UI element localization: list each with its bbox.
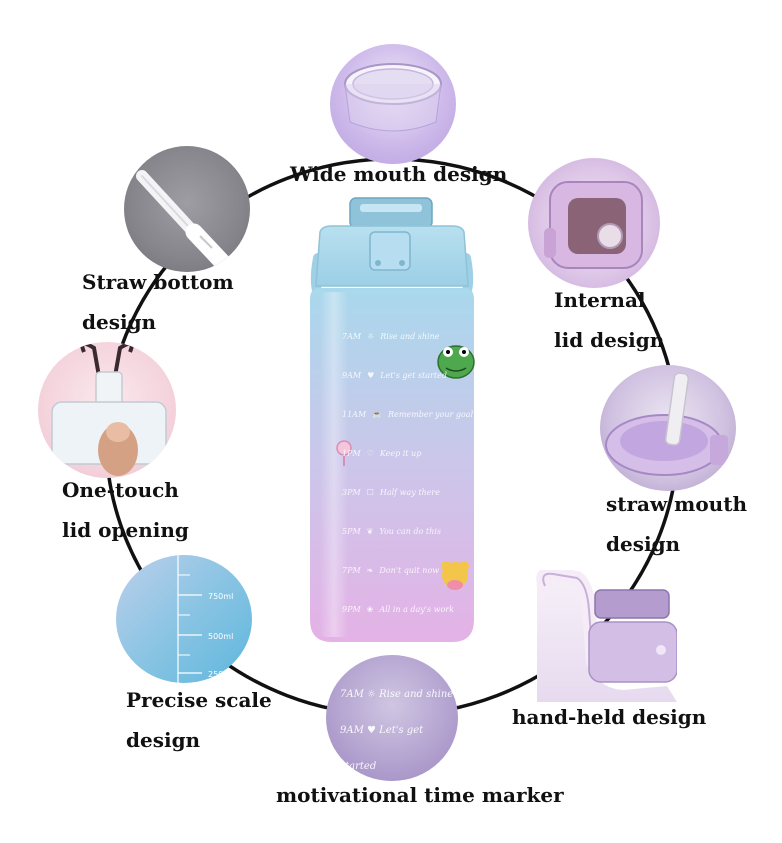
bottle-marker-row: 1PM ♡ Keep it up: [342, 449, 421, 458]
bottle-marker-text: Don't quit now: [379, 566, 440, 575]
label-wide-mouth-line-1: Wide mouth design: [290, 162, 508, 186]
closeup-text-1: Rise and shine: [379, 689, 454, 700]
bottle-marker-icon: ♥: [367, 371, 375, 380]
bottle-marker-time: 1PM: [342, 449, 361, 458]
label-one-touch: One-touch lid opening: [62, 470, 189, 550]
label-scale-line-2: design: [126, 728, 201, 752]
scale-mark-750: 750ml: [208, 592, 233, 601]
label-hand-held: hand-held design: [512, 697, 706, 737]
bottle-marker-text: Half way there: [379, 488, 440, 497]
bottle-marker-text: You can do this: [379, 527, 441, 536]
bottle-marker-text: Remember your goal: [388, 410, 474, 419]
scale-photo: 750ml 500ml 250ml: [116, 555, 252, 683]
bottle-marker-icon: ☐: [366, 488, 374, 497]
bottle-marker-row: 11AM ☕ Remember your goal: [342, 410, 473, 419]
bottle-marker-time: 9AM: [342, 371, 362, 380]
one-touch-photo: [38, 342, 176, 478]
bottle-marker-time: 5PM: [342, 527, 361, 536]
label-hand-held-line-1: hand-held design: [512, 705, 707, 729]
bottle-marker-row: 9AM ♥ Let's get started: [342, 371, 447, 380]
time-marker-photo: 7AM ☼ Rise and shine 9AM ♥ Let's get sta…: [326, 655, 458, 781]
label-straw-bottom: Straw bottom design: [82, 262, 234, 342]
bottle-marker-row: 7AM ☼ Rise and shine: [342, 332, 440, 341]
label-internal-lid-line-2: lid design: [554, 328, 665, 352]
label-internal-lid-line-1: Internal: [554, 288, 646, 312]
bottle-marker-icon: ❀: [366, 605, 374, 614]
bottle-marker-time: 3PM: [342, 488, 361, 497]
closeup-text-2: Let's get started: [340, 725, 424, 772]
straw-mouth-photo: [600, 365, 736, 491]
bottle-marker-text: Let's get started: [380, 371, 447, 380]
bottle-marker-icon: ☼: [367, 332, 375, 341]
bottle-marker-time: 9PM: [342, 605, 361, 614]
bottle-marker-icon: ❦: [366, 527, 374, 536]
bottle-marker-row: 7PM ❧ Don't quit now: [342, 566, 439, 575]
bottle-marker-text: All in a day's work: [379, 605, 454, 614]
label-time-marker: motivational time marker: [276, 775, 564, 815]
label-straw-mouth: straw mouth design: [606, 484, 747, 564]
label-straw-mouth-line-2: design: [606, 532, 681, 556]
bottle-marker-icon: ♡: [366, 449, 374, 458]
bottle-marker-time: 11AM: [342, 410, 367, 419]
bottle-marker-icon: ❧: [366, 566, 374, 575]
bottle-marker-time: 7AM: [342, 332, 362, 341]
wide-mouth-photo: [330, 44, 456, 164]
bottle-marker-time: 7PM: [342, 566, 361, 575]
label-internal-lid: Internal lid design: [554, 280, 664, 360]
bottle-marker-row: 9PM ❀ All in a day's work: [342, 605, 454, 614]
label-one-touch-line-2: lid opening: [62, 518, 189, 542]
label-scale-line-1: Precise scale: [126, 688, 272, 712]
label-straw-bottom-line-1: Straw bottom: [82, 270, 234, 294]
bottle-marker-icon: ☕: [372, 410, 383, 419]
bottle-marker-text: Keep it up: [379, 449, 422, 458]
time-marker-closeup: 7AM ☼ Rise and shine 9AM ♥ Let's get sta…: [340, 689, 454, 772]
scale-mark-500: 500ml: [208, 632, 233, 641]
label-time-marker-line-1: motivational time marker: [276, 783, 564, 807]
internal-lid-photo: [528, 158, 660, 288]
label-wide-mouth: Wide mouth design: [290, 154, 507, 194]
closeup-time-1: 7AM: [340, 689, 364, 700]
closeup-time-2: 9AM: [340, 725, 364, 736]
hand-held-photo: [527, 570, 677, 702]
label-one-touch-line-1: One-touch: [62, 478, 179, 502]
bottle-marker-row: 5PM ❦ You can do this: [342, 527, 441, 536]
label-straw-bottom-line-2: design: [82, 310, 157, 334]
straw-bottom-photo: [124, 146, 250, 272]
bottle-marker-text: Rise and shine: [380, 332, 440, 341]
label-straw-mouth-line-1: straw mouth: [606, 492, 747, 516]
bottle-marker-row: 3PM ☐ Half way there: [342, 488, 440, 497]
label-scale: Precise scale design: [126, 680, 272, 760]
